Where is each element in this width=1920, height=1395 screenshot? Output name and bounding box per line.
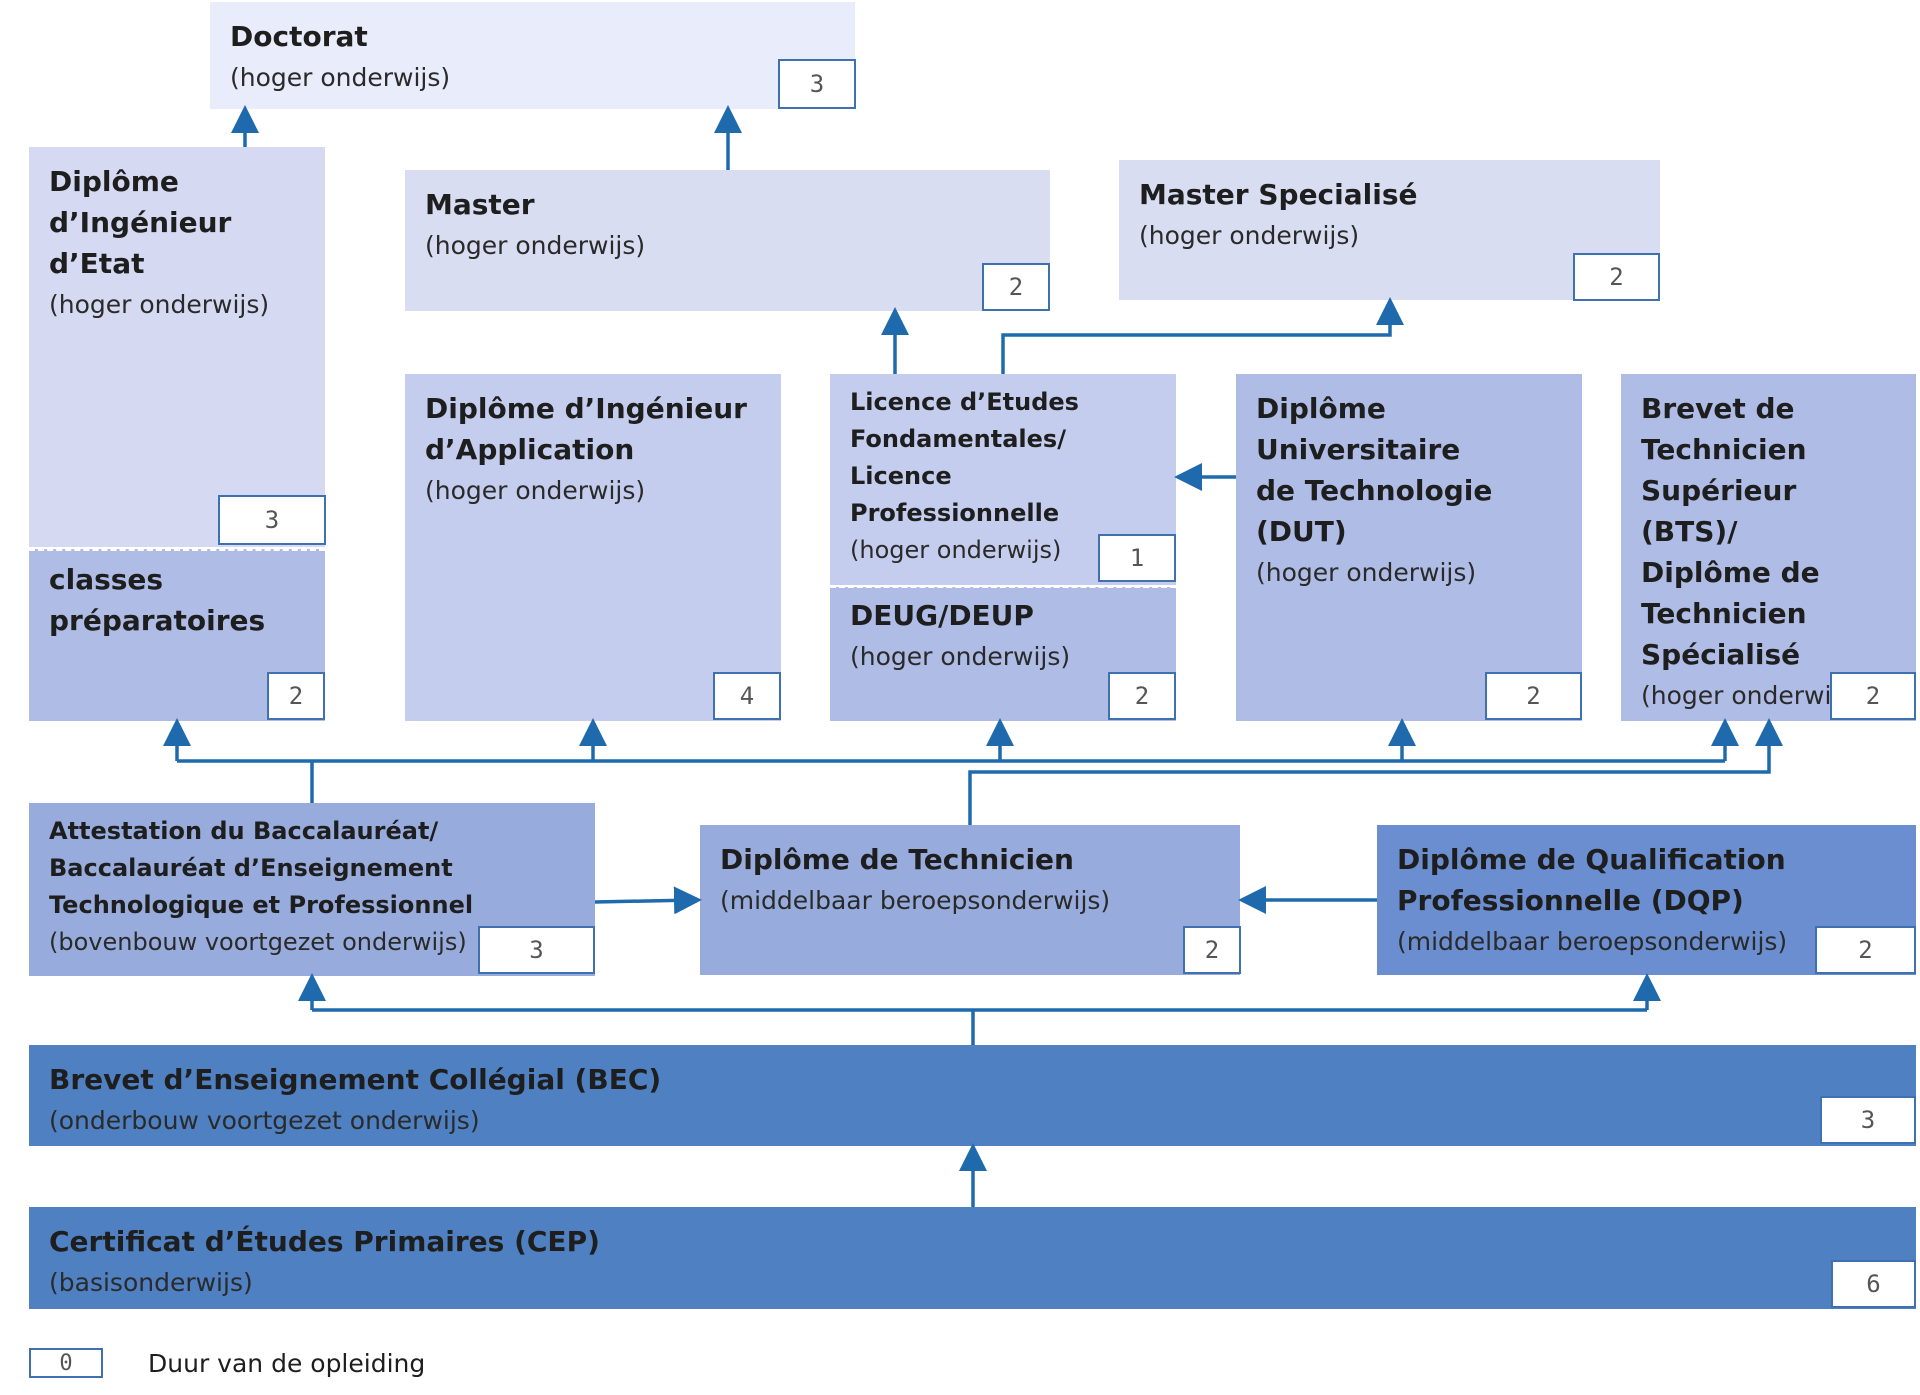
- legend-label: Duur van de opleiding: [148, 1349, 426, 1378]
- bec-duration: 3: [1820, 1096, 1916, 1144]
- licence-level: (hoger onderwijs): [850, 536, 1062, 564]
- bec-title: Brevet d’Enseignement Collégial (BEC): [49, 1063, 662, 1096]
- master-specialise-duration: 2: [1573, 253, 1660, 301]
- master-title: Master: [425, 188, 535, 221]
- deug-duration: 2: [1108, 672, 1176, 720]
- box-bec: Brevet d’Enseignement Collégial (BEC) (o…: [29, 1045, 1916, 1146]
- diplome-technicien-duration: 2: [1183, 926, 1241, 974]
- classes-preparatoires-title: classes préparatoires: [49, 563, 266, 637]
- box-ingenieur-etat: Diplôme d’Ingénieur d’Etat (hoger onderw…: [29, 147, 325, 547]
- deug-title: DEUG/DEUP: [850, 599, 1034, 632]
- master-level: (hoger onderwijs): [425, 231, 646, 260]
- ingenieur-application-level: (hoger onderwijs): [425, 476, 646, 505]
- master-specialise-level: (hoger onderwijs): [1139, 221, 1360, 250]
- box-diplome-technicien: Diplôme de Technicien (middelbaar beroep…: [700, 825, 1240, 975]
- box-bts: Brevet de Technicien Supérieur (BTS)/ Di…: [1621, 374, 1916, 721]
- dut-title: Diplôme Universitaire de Technologie (DU…: [1256, 392, 1493, 548]
- box-master: Master (hoger onderwijs): [405, 170, 1050, 311]
- dut-level: (hoger onderwijs): [1256, 558, 1477, 587]
- baccalaureat-duration: 3: [478, 926, 595, 974]
- licence-title: Licence d’Etudes Fondamentales/ Licence …: [850, 388, 1079, 527]
- dqp-level: (middelbaar beroepsonderwijs): [1397, 927, 1788, 956]
- ingenieur-application-duration: 4: [713, 672, 781, 720]
- master-specialise-title: Master Specialisé: [1139, 178, 1418, 211]
- cep-duration: 6: [1831, 1260, 1916, 1308]
- doctorat-level: (hoger onderwijs): [230, 63, 451, 92]
- cep-title: Certificat d’Études Primaires (CEP): [49, 1225, 600, 1258]
- deug-level: (hoger onderwijs): [850, 642, 1071, 671]
- diplome-technicien-level: (middelbaar beroepsonderwijs): [720, 886, 1111, 915]
- cep-level: (basisonderwijs): [49, 1268, 253, 1297]
- classes-preparatoires-duration: 2: [267, 672, 325, 720]
- dqp-duration: 2: [1815, 926, 1916, 974]
- bts-duration: 2: [1830, 672, 1916, 720]
- legend-duration-sample: 0: [29, 1348, 103, 1378]
- ingenieur-etat-duration: 3: [218, 495, 326, 545]
- doctorat-duration: 3: [778, 59, 856, 109]
- box-doctorat: Doctorat (hoger onderwijs): [210, 2, 855, 109]
- bts-level: (hoger onderwijs): [1641, 681, 1862, 710]
- arrow-technicien-to-bts: [968, 718, 1783, 825]
- diplome-technicien-title: Diplôme de Technicien: [720, 843, 1074, 876]
- divider-etat-prep: [29, 548, 325, 551]
- arrow-licence-to-master-specialise: [1001, 297, 1404, 374]
- bts-title: Brevet de Technicien Supérieur (BTS)/ Di…: [1641, 392, 1820, 671]
- licence-duration: 1: [1098, 534, 1176, 582]
- box-classes-preparatoires: classes préparatoires: [29, 549, 325, 721]
- baccalaureat-level: (bovenbouw voortgezet onderwijs): [49, 928, 467, 956]
- box-ingenieur-application: Diplôme d’Ingénieur d’Application (hoger…: [405, 374, 781, 721]
- ingenieur-etat-title: Diplôme d’Ingénieur d’Etat: [49, 165, 232, 280]
- box-master-specialise: Master Specialisé (hoger onderwijs): [1119, 160, 1660, 300]
- dqp-title: Diplôme de Qualification Professionnelle…: [1397, 843, 1786, 917]
- ingenieur-etat-level: (hoger onderwijs): [49, 290, 270, 319]
- box-dut: Diplôme Universitaire de Technologie (DU…: [1236, 374, 1582, 721]
- box-cep: Certificat d’Études Primaires (CEP) (bas…: [29, 1207, 1916, 1309]
- arrow-bac-to-technicien: [594, 886, 702, 915]
- box-licence: Licence d’Etudes Fondamentales/ Licence …: [830, 374, 1176, 585]
- bec-level: (onderbouw voortgezet onderwijs): [49, 1106, 480, 1135]
- ingenieur-application-title: Diplôme d’Ingénieur d’Application: [425, 392, 747, 466]
- dut-duration: 2: [1485, 672, 1582, 720]
- baccalaureat-title: Attestation du Baccalauréat/ Baccalauréa…: [49, 817, 474, 919]
- doctorat-title: Doctorat: [230, 20, 368, 53]
- divider-licence-deug: [830, 585, 1176, 588]
- master-duration: 2: [982, 263, 1050, 311]
